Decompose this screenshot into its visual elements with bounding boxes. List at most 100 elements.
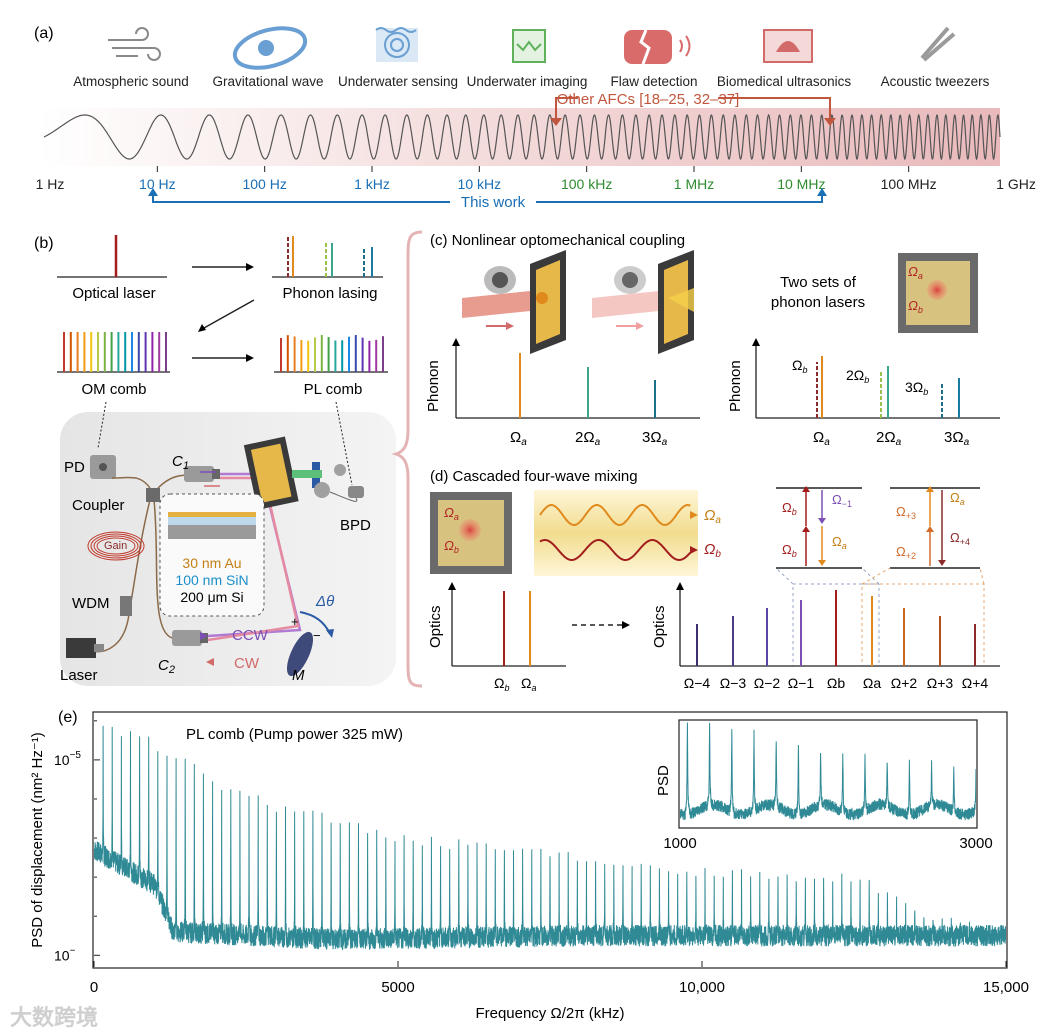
this-work-label: This work bbox=[461, 194, 526, 211]
layer-si: 200 μm Si bbox=[180, 589, 243, 605]
phonon-ylabel-left: Phonon bbox=[425, 360, 442, 412]
app-label: Underwater sensing bbox=[338, 74, 458, 89]
arrow-right-2 bbox=[192, 354, 254, 362]
dtheta-label: Δθ bbox=[315, 593, 334, 610]
sonar-imaging-icon bbox=[512, 29, 546, 63]
lvl-l-1: Ωb bbox=[782, 500, 797, 517]
optics-tick-label: Ωb bbox=[827, 675, 845, 691]
app-icons bbox=[108, 26, 956, 70]
psd-plot-frame bbox=[92, 711, 1008, 969]
wave-a bbox=[539, 503, 691, 527]
lvl-l-4: Ωa bbox=[832, 534, 847, 551]
optics-tick-label: Ω−4 bbox=[684, 675, 711, 691]
optics-tick-label: Ωa bbox=[863, 675, 881, 691]
om-coupling-illustration-2 bbox=[592, 250, 694, 354]
tick-c-1: Ωa bbox=[510, 429, 527, 448]
psd-series bbox=[94, 725, 1006, 950]
tick-c-r3: 3Ωa bbox=[944, 429, 970, 448]
gain-fiber-coil bbox=[87, 531, 145, 561]
optics-tick-label: Ω+3 bbox=[927, 675, 954, 691]
panel-e-label: (e) bbox=[58, 709, 78, 726]
crack-icon bbox=[624, 29, 691, 65]
application-labels: Atmospheric sound Gravitational wave Under… bbox=[73, 74, 989, 89]
omega-b-3: 3Ωb bbox=[905, 379, 928, 397]
panel-d-label: (d) Cascaded four-wave mixing bbox=[430, 468, 638, 485]
optics-tick-label: Ω+2 bbox=[891, 675, 918, 691]
plus-sign: + bbox=[291, 614, 299, 629]
freq-label: 1 GHz bbox=[996, 176, 1036, 192]
wdm-label: WDM bbox=[72, 595, 110, 612]
optics-plot-left bbox=[448, 582, 566, 667]
psd-xtick-label: 10,000 bbox=[679, 979, 725, 996]
phonon-lasing-spectrum bbox=[272, 236, 383, 278]
energy-levels-right bbox=[890, 486, 980, 569]
pd-icon bbox=[90, 455, 116, 479]
layer-inset bbox=[159, 493, 265, 617]
optical-laser-label: Optical laser bbox=[72, 285, 155, 302]
phonon-ylabel-right: Phonon bbox=[727, 360, 744, 412]
m-label: M bbox=[292, 667, 305, 684]
freq-label: 10 kHz bbox=[458, 176, 502, 192]
coupler-label: Coupler bbox=[72, 497, 125, 514]
panel-a-label: (a) bbox=[34, 25, 54, 42]
wave-label-b: Ωb bbox=[704, 541, 721, 560]
phonon-plot-right bbox=[752, 338, 1000, 419]
tick-d-l2: Ωa bbox=[521, 675, 536, 693]
energy-levels-left bbox=[776, 486, 862, 569]
ultrasound-icon bbox=[763, 29, 813, 63]
pd-label: PD bbox=[64, 459, 85, 476]
laser-label: Laser bbox=[60, 667, 98, 684]
chirp-wave bbox=[43, 113, 1001, 161]
freq-ticks bbox=[156, 166, 910, 172]
other-afcs-label: Other AFCs [18–25, 32–37] bbox=[557, 91, 740, 108]
circulator-c1 bbox=[184, 466, 220, 482]
psd-xtick-label: 0 bbox=[90, 979, 98, 996]
psd-ytick-label: 10− bbox=[54, 945, 76, 963]
ccw-label: CCW bbox=[232, 627, 269, 644]
bpd-label: BPD bbox=[340, 517, 371, 534]
tweezers-icon bbox=[920, 26, 956, 62]
freq-label: 1 kHz bbox=[354, 176, 390, 192]
layer-au: 30 nm Au bbox=[182, 555, 241, 571]
optics-tick-label: Ω−2 bbox=[754, 675, 781, 691]
two-spots-inset bbox=[898, 253, 978, 333]
optics-ylabel-right: Optics bbox=[651, 605, 668, 648]
psd-title: PL comb (Pump power 325 mW) bbox=[186, 726, 403, 743]
psd-xlabel: Frequency Ω/2π (kHz) bbox=[475, 1005, 624, 1022]
freq-label: 100 Hz bbox=[242, 176, 286, 192]
cw-label: CW bbox=[234, 655, 260, 672]
lvl-r-3: Ω+4 bbox=[950, 530, 970, 547]
c2-label: C2 bbox=[158, 657, 175, 676]
wind-icon bbox=[108, 27, 161, 61]
psd-ylabel: PSD of displacement (nm² Hz⁻¹) bbox=[29, 732, 46, 947]
app-label: Acoustic tweezers bbox=[881, 74, 990, 89]
freq-label: 10 MHz bbox=[777, 176, 825, 192]
lvl-r-4: Ω+2 bbox=[896, 544, 916, 561]
omega-b-1: Ωb bbox=[792, 357, 807, 375]
wave-beam bbox=[534, 490, 698, 576]
laser-icon bbox=[66, 638, 104, 658]
freq-label: 100 MHz bbox=[881, 176, 937, 192]
optics-tick-label: Ω+4 bbox=[962, 675, 989, 691]
wave-b bbox=[539, 539, 692, 562]
two-spots-inset-d bbox=[430, 492, 512, 574]
omega-b-2: 2Ωb bbox=[846, 367, 869, 385]
app-label: Underwater imaging bbox=[467, 74, 588, 89]
lvl-r-1: Ωa bbox=[950, 490, 965, 507]
psd-xtick-label: 5000 bbox=[381, 979, 414, 996]
pl-comb-label: PL comb bbox=[304, 381, 363, 398]
psd-inset-xmin: 1000 bbox=[663, 835, 696, 852]
pl-comb-spectrum bbox=[274, 335, 388, 373]
optical-laser-spectrum bbox=[57, 235, 167, 278]
app-label: Gravitational wave bbox=[212, 74, 323, 89]
app-label: Atmospheric sound bbox=[73, 74, 189, 89]
tick-c-r1: Ωa bbox=[813, 429, 830, 448]
app-label: Flaw detection bbox=[610, 74, 697, 89]
panel-c-label: (c) Nonlinear optomechanical coupling bbox=[430, 232, 685, 249]
this-work-bracket bbox=[152, 194, 823, 203]
mirror-m bbox=[286, 631, 314, 677]
